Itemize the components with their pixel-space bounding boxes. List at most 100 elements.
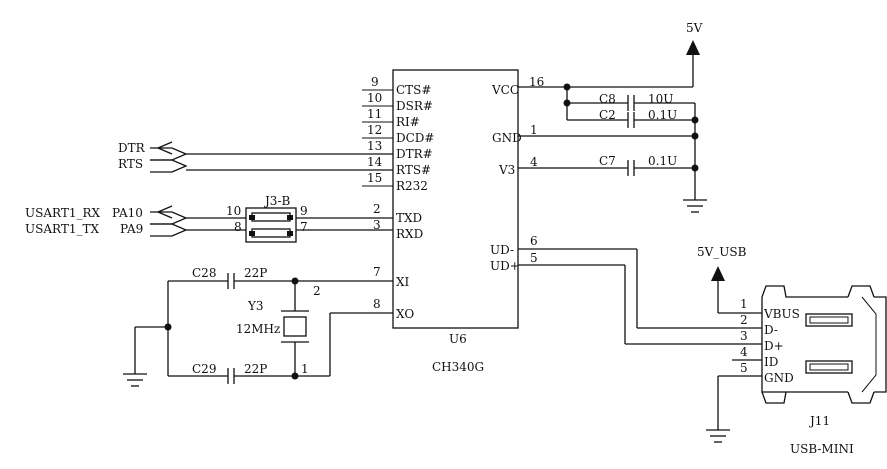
dtr-net-label: DTR xyxy=(118,141,146,155)
junction-dot xyxy=(691,132,699,140)
c28-ref: C28 xyxy=(192,266,216,280)
u6-pin-name: RI# xyxy=(396,115,420,129)
u6-pin-name: XI xyxy=(396,275,410,289)
j11-pin-name: VBUS xyxy=(763,307,800,321)
j11-pin-num: 4 xyxy=(740,345,748,359)
usb-slot xyxy=(805,360,853,374)
u6-chip: U6 CH340G 9 10 11 12 13 14 15 2 3 7 8 CT… xyxy=(362,69,544,374)
u6-pin-num: 9 xyxy=(371,75,379,89)
u6-pin-name: UD- xyxy=(490,243,514,257)
j3-pin-num: 7 xyxy=(300,220,308,234)
port-icon xyxy=(150,211,188,225)
j11-pin-name: ID xyxy=(764,355,778,369)
u6-pin-name: VCC xyxy=(491,83,519,97)
junction-dot xyxy=(164,323,172,331)
rts-net-label: RTS xyxy=(118,157,143,171)
u6-pin-name: CTS# xyxy=(396,83,431,97)
j11-pin-num: 2 xyxy=(740,313,748,327)
u6-pin-num: 7 xyxy=(373,265,381,279)
u6-pin-num: 8 xyxy=(373,297,381,311)
junction-dot xyxy=(563,99,571,107)
usb-data-lines xyxy=(518,248,762,345)
u6-pin-num: 4 xyxy=(530,155,538,169)
port-icon xyxy=(156,205,173,219)
j3-jumper xyxy=(251,212,291,222)
u6-pin-num: 5 xyxy=(530,251,538,265)
crystal-value: 12MHz xyxy=(236,322,280,336)
u6-pin-num: 3 xyxy=(373,218,381,232)
c8-ref: C8 xyxy=(599,92,616,106)
crystal-pin1: 1 xyxy=(301,362,309,376)
u6-part: CH340G xyxy=(432,360,484,374)
u6-pin-name: DTR# xyxy=(396,147,433,161)
c29-ref: C29 xyxy=(192,362,216,376)
usb-slot xyxy=(805,313,853,327)
u6-pin-num: 13 xyxy=(367,139,382,153)
port-icon xyxy=(150,159,188,173)
u6-pin-name: R232 xyxy=(396,179,428,193)
usart-section: USART1_RX USART1_TX PA10 PA9 J3-B 10 9 8… xyxy=(25,194,393,243)
junction-dot xyxy=(563,83,571,91)
u6-pin-num: 16 xyxy=(529,75,544,89)
u6-pin-name: DSR# xyxy=(396,99,433,113)
j11-connector: 5V_USB 1 2 3 4 5 VBUS D- D+ ID GND xyxy=(697,245,887,456)
usart-rx-net-label: USART1_RX xyxy=(25,206,100,220)
u6-pin-name: RTS# xyxy=(396,163,431,177)
j3-pin-num: 10 xyxy=(226,204,241,218)
c7-value: 0.1U xyxy=(648,154,677,168)
port-icon xyxy=(150,147,188,161)
j11-pin-num: 3 xyxy=(740,329,748,343)
u6-pin-name: XO xyxy=(396,307,414,321)
j11-pin-num: 1 xyxy=(740,297,748,311)
j3-ref: J3-B xyxy=(263,194,291,208)
vcc-5v-label: 5V xyxy=(686,21,703,35)
u6-pin-num: 12 xyxy=(367,123,382,137)
u6-pin-num: 2 xyxy=(373,202,381,216)
j3-pin-num: 8 xyxy=(234,220,242,234)
u6-pin-name: RXD xyxy=(396,227,423,241)
u6-pin-name: DCD# xyxy=(396,131,434,145)
power-section: 5V C8 10U C2 0 xyxy=(518,21,707,213)
j11-pin-name: GND xyxy=(764,371,794,385)
j3-body xyxy=(245,207,297,243)
usb-5v-arrow-icon xyxy=(711,266,725,281)
j11-pin-num: 5 xyxy=(740,361,748,375)
j11-pin-name: D+ xyxy=(764,339,784,353)
pa9-net-label: PA9 xyxy=(120,222,143,236)
c29-value: 22P xyxy=(244,362,267,376)
c2-value: 0.1U xyxy=(648,108,677,122)
dtr-rts-section: DTR RTS xyxy=(118,141,393,173)
u6-pin-num: 6 xyxy=(530,234,538,248)
crystal-section: C28 22P C29 22P Y3 12MHz 2 1 xyxy=(123,266,393,387)
junction-dot xyxy=(291,372,299,380)
j11-ref: J11 xyxy=(808,414,830,428)
u6-pin-name: GND xyxy=(492,131,522,145)
pa10-net-label: PA10 xyxy=(112,206,143,220)
u6-pin-name: TXD xyxy=(396,211,422,225)
port-icon xyxy=(150,223,188,237)
j3-pin-num: 9 xyxy=(300,204,308,218)
junction-dot xyxy=(691,116,699,124)
u6-pin-num: 14 xyxy=(367,155,383,169)
u6-pin-name: V3 xyxy=(498,163,515,177)
u6-pin-name: UD+ xyxy=(490,259,520,273)
vcc-5v-arrow-icon xyxy=(686,40,700,55)
u6-pin-num: 1 xyxy=(530,123,538,137)
j11-pin-name: D- xyxy=(764,323,778,337)
crystal-body xyxy=(283,316,307,337)
c8-value: 10U xyxy=(648,92,673,106)
u6-body xyxy=(392,69,519,329)
u6-pin-num: 10 xyxy=(367,91,382,105)
usb-5v-label: 5V_USB xyxy=(697,245,747,259)
c2-ref: C2 xyxy=(599,108,616,122)
c7-ref: C7 xyxy=(599,154,616,168)
junction-dot xyxy=(291,277,299,285)
c28-value: 22P xyxy=(244,266,267,280)
usart-tx-net-label: USART1_TX xyxy=(25,222,99,236)
u6-ref: U6 xyxy=(449,332,467,346)
junction-dot xyxy=(691,164,699,172)
j3-jumper xyxy=(251,228,291,238)
u6-left-stubs xyxy=(362,89,393,187)
u6-pin-num: 15 xyxy=(367,171,382,185)
